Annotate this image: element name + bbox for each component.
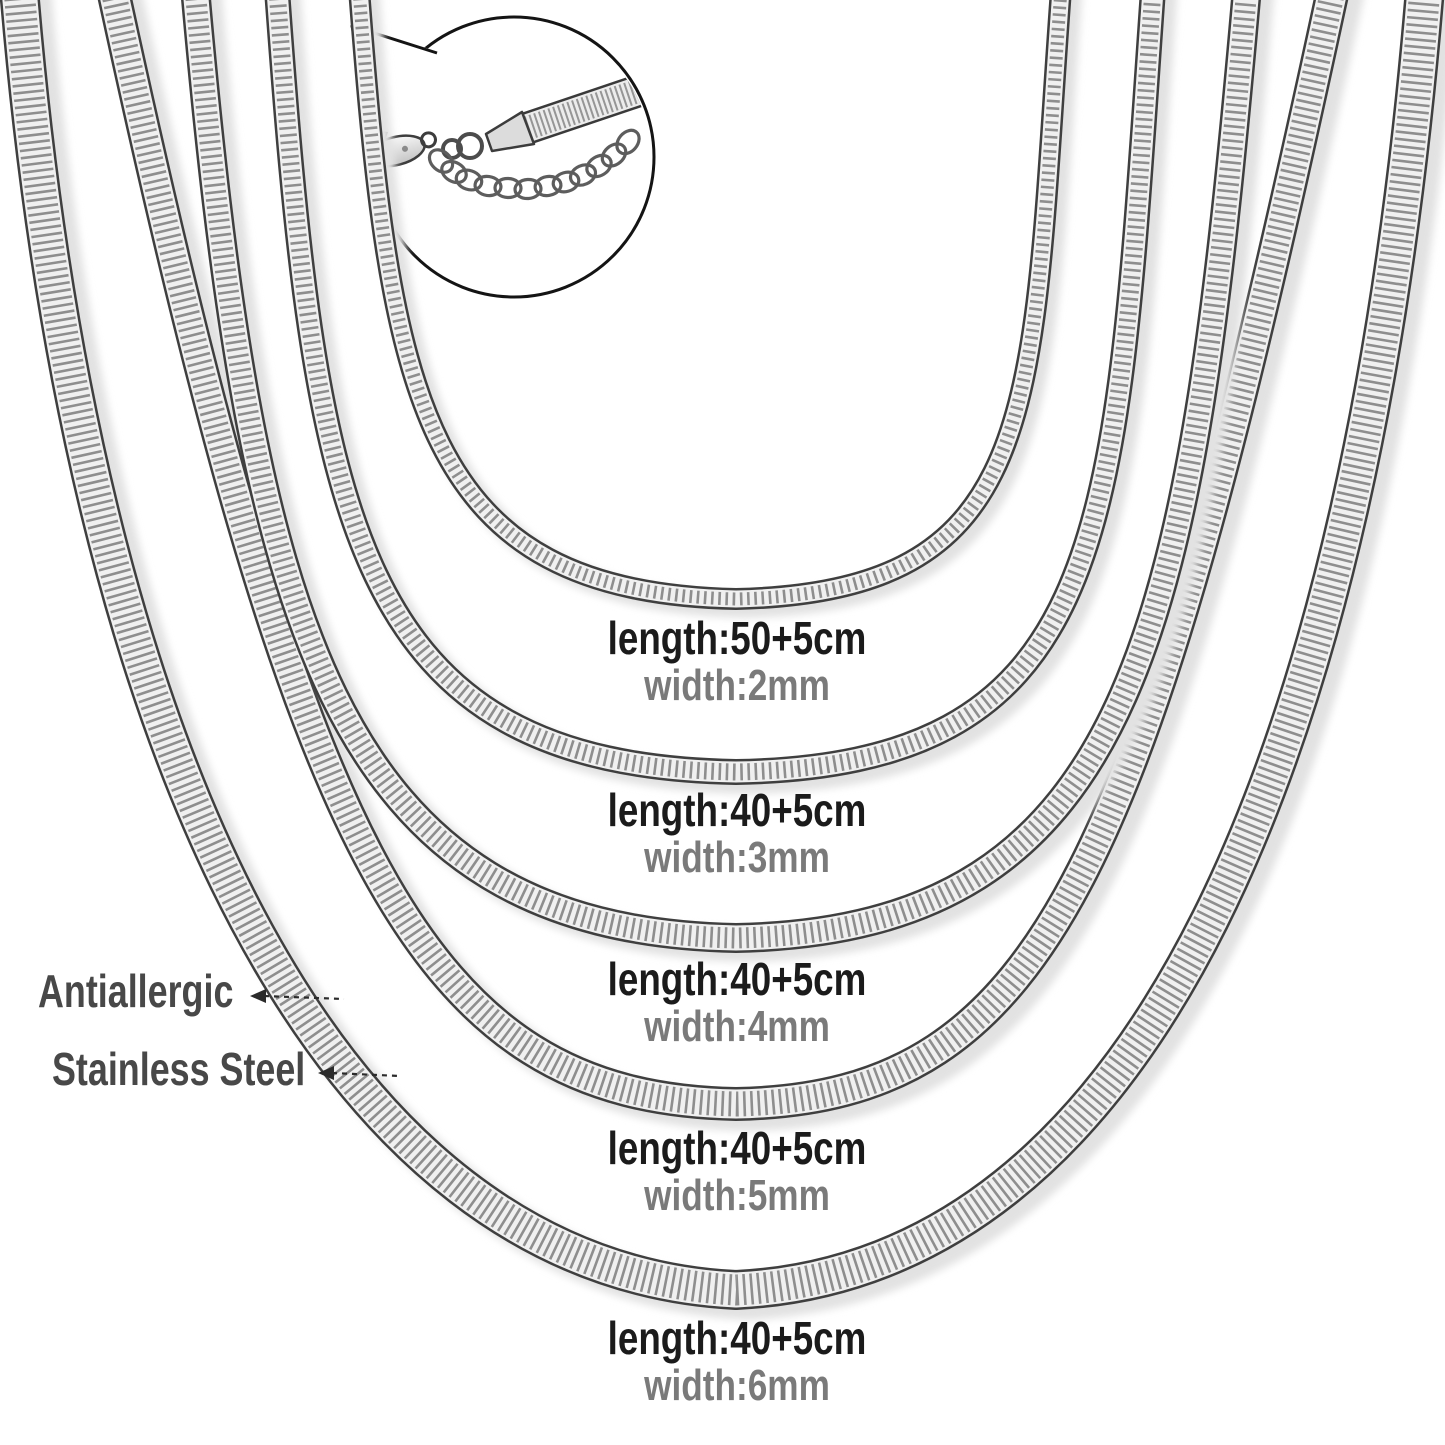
size-label-6mm: length:40+5cm width:6mm (417, 1312, 1057, 1410)
size-label-5mm: length:40+5cm width:5mm (417, 1122, 1057, 1220)
extension-chain (427, 128, 641, 201)
arrow-left-icon (318, 1066, 334, 1080)
size-label-3mm: length:40+5cm width:3mm (417, 784, 1057, 882)
width-text: width:4mm (644, 1002, 830, 1051)
snake-chain-band (522, 54, 651, 144)
size-label-2mm: length:50+5cm width:2mm (417, 612, 1057, 710)
annotation-stainless-steel: Stainless Steel (52, 1043, 306, 1095)
arrow-left-icon (250, 989, 266, 1003)
annotation-antiallergic: Antiallergic (38, 965, 234, 1017)
width-text: width:2mm (644, 661, 830, 710)
clasp-end-cap (484, 110, 536, 153)
length-text: length:40+5cm (607, 784, 867, 836)
width-text: width:5mm (644, 1171, 830, 1220)
size-label-4mm: length:40+5cm width:4mm (417, 953, 1057, 1051)
necklace-chain-6mm (0, 0, 1445, 1321)
width-text: width:3mm (644, 833, 830, 882)
necklace-chain-4mm (181, 0, 1274, 963)
necklace-chain-2mm (348, 0, 1082, 619)
length-text: length:40+5cm (607, 953, 867, 1005)
length-text: length:40+5cm (607, 1122, 867, 1174)
stainless-steel-arrow (318, 1066, 401, 1080)
antiallergic-arrow (250, 989, 345, 1003)
necklace-chain-3mm (264, 0, 1177, 795)
annotation-arrows (250, 989, 401, 1080)
necklace-chains (0, 0, 1445, 1321)
width-text: width:6mm (644, 1361, 830, 1410)
clasp-detail-content (377, 54, 651, 201)
length-text: length:40+5cm (607, 1312, 867, 1364)
jump-ring (456, 132, 484, 160)
length-text: length:50+5cm (607, 612, 867, 664)
